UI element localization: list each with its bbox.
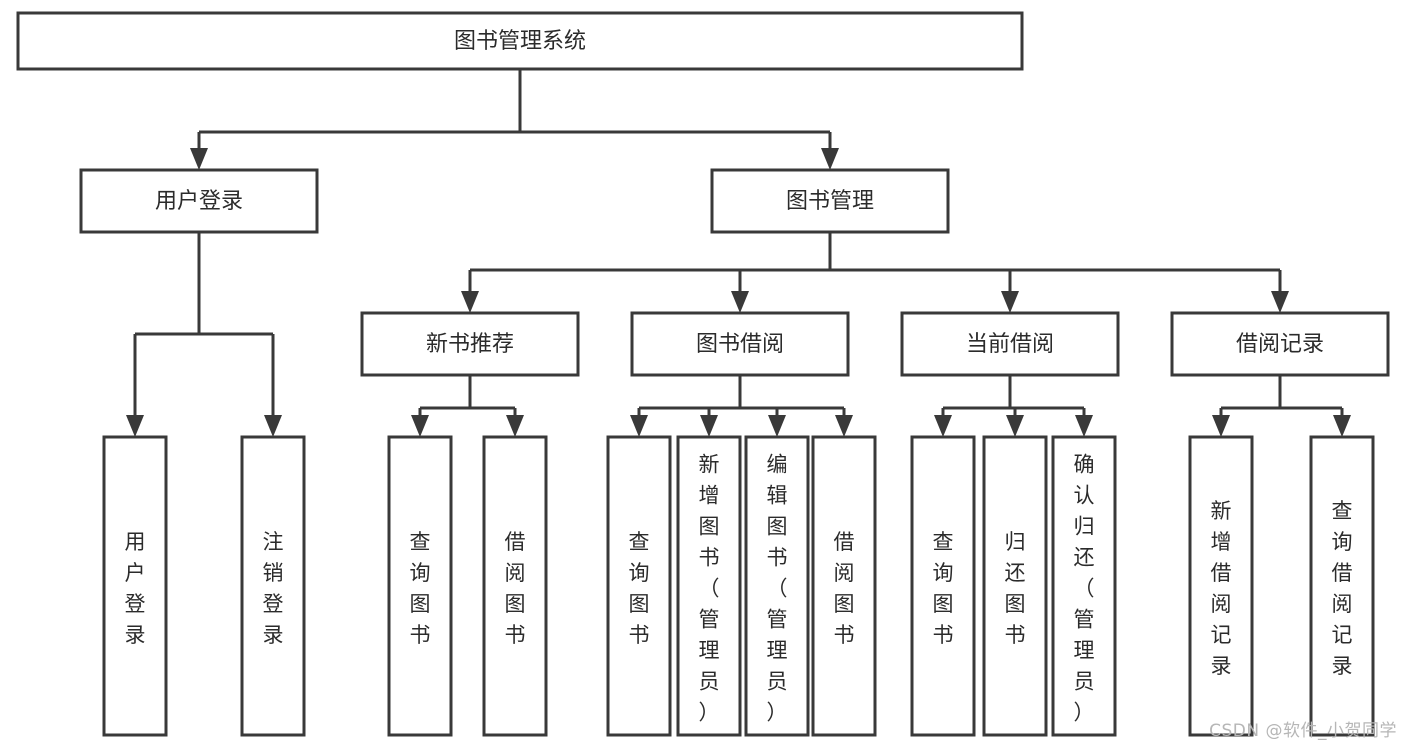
- arrow-head-borrow-to-leaf1: [630, 415, 648, 437]
- node-leaf-borrow-book[interactable]: 借阅图书: [811, 435, 877, 737]
- arrow-head-record-to-leaf2: [1333, 415, 1351, 437]
- node-new-book-recommend[interactable]: 新书推荐: [360, 311, 580, 377]
- node-box-borrow-record[interactable]: [1170, 311, 1390, 377]
- arrow-head-book-manage-to-recommend: [461, 291, 479, 313]
- csdn-watermark: CSDN @软件_小贺同学: [1209, 721, 1397, 741]
- node-label-leaf-query-book-recommend: 查询图书: [410, 530, 431, 647]
- arrow-head-borrow-to-leaf2: [700, 415, 718, 437]
- node-label-new-book-recommend: 新书推荐: [426, 332, 514, 357]
- arrow-head-recommend-to-leaf2: [506, 415, 524, 437]
- arrow-head-borrow-to-leaf3: [768, 415, 786, 437]
- node-label-borrow-record: 借阅记录: [1236, 332, 1324, 357]
- node-book-manage[interactable]: 图书管理: [710, 168, 950, 234]
- arrow-head-current-to-leaf1: [934, 415, 952, 437]
- node-box-new-book-recommend[interactable]: [360, 311, 580, 377]
- node-label-leaf-query-borrow-record: 查询借阅记录: [1332, 499, 1353, 678]
- node-label-root: 图书管理系统: [454, 29, 586, 54]
- node-user-login[interactable]: 用户登录: [79, 168, 319, 234]
- arrow-head-root-to-user-login: [190, 148, 208, 170]
- node-layer: 图书管理系统用户登录图书管理新书推荐图书借阅当前借阅借阅记录用户登录注销登录查询…: [16, 11, 1390, 737]
- node-book-borrow[interactable]: 图书借阅: [630, 311, 850, 377]
- node-leaf-add-borrow-record[interactable]: 新增借阅记录: [1188, 435, 1254, 737]
- arrow-head-book-manage-to-current: [1001, 291, 1019, 313]
- node-leaf-query-book-current[interactable]: 查询图书: [910, 435, 976, 737]
- node-leaf-return-book[interactable]: 归还图书: [982, 435, 1048, 737]
- arrow-head-current-to-leaf2: [1006, 415, 1024, 437]
- node-leaf-confirm-return-admin[interactable]: 确认归还（管理员）: [1051, 435, 1117, 737]
- node-label-book-manage: 图书管理: [786, 189, 874, 214]
- arrow-head-book-manage-to-borrow: [731, 291, 749, 313]
- node-label-leaf-logout-login: 注销登录: [263, 530, 284, 647]
- arrow-head-current-to-leaf3: [1075, 415, 1093, 437]
- node-box-current-borrow[interactable]: [900, 311, 1120, 377]
- node-label-leaf-user-login: 用户登录: [125, 530, 146, 647]
- node-box-book-borrow[interactable]: [630, 311, 850, 377]
- node-borrow-record[interactable]: 借阅记录: [1170, 311, 1390, 377]
- node-leaf-logout-login[interactable]: 注销登录: [240, 435, 306, 737]
- node-box-root[interactable]: [16, 11, 1024, 71]
- node-label-leaf-borrow-book: 借阅图书: [834, 530, 855, 647]
- node-label-current-borrow: 当前借阅: [966, 332, 1054, 357]
- node-label-leaf-edit-book-admin: 编辑图书（管理员）: [767, 452, 788, 724]
- node-box-leaf-user-login[interactable]: [102, 435, 168, 737]
- node-box-leaf-edit-book-admin[interactable]: [744, 435, 810, 737]
- arrow-head-user-login-to-leaf1: [126, 415, 144, 437]
- node-box-book-manage[interactable]: [710, 168, 950, 234]
- node-label-book-borrow: 图书借阅: [696, 332, 784, 357]
- node-label-leaf-add-borrow-record: 新增借阅记录: [1211, 499, 1232, 678]
- node-box-leaf-logout-login[interactable]: [240, 435, 306, 737]
- node-box-leaf-confirm-return-admin[interactable]: [1051, 435, 1117, 737]
- node-leaf-query-book-borrow[interactable]: 查询图书: [606, 435, 672, 737]
- node-box-leaf-return-book[interactable]: [982, 435, 1048, 737]
- node-current-borrow[interactable]: 当前借阅: [900, 311, 1120, 377]
- node-label-leaf-query-book-borrow: 查询图书: [629, 530, 650, 647]
- node-box-leaf-borrow-book-recommend[interactable]: [482, 435, 548, 737]
- arrow-head-book-manage-to-record: [1271, 291, 1289, 313]
- node-leaf-borrow-book-recommend[interactable]: 借阅图书: [482, 435, 548, 737]
- node-label-leaf-return-book: 归还图书: [1005, 530, 1026, 647]
- node-box-leaf-borrow-book[interactable]: [811, 435, 877, 737]
- arrow-head-record-to-leaf1: [1212, 415, 1230, 437]
- arrow-head-root-to-book-manage: [821, 148, 839, 170]
- node-box-leaf-query-borrow-record[interactable]: [1309, 435, 1375, 737]
- node-label-leaf-confirm-return-admin: 确认归还（管理员）: [1074, 452, 1095, 724]
- arrow-head-borrow-to-leaf4: [835, 415, 853, 437]
- node-leaf-edit-book-admin[interactable]: 编辑图书（管理员）: [744, 435, 810, 737]
- arrow-head-recommend-to-leaf1: [411, 415, 429, 437]
- node-label-leaf-query-book-current: 查询图书: [933, 530, 954, 647]
- node-box-user-login[interactable]: [79, 168, 319, 234]
- node-leaf-user-login[interactable]: 用户登录: [102, 435, 168, 737]
- node-leaf-add-book-admin[interactable]: 新增图书（管理员）: [676, 435, 742, 737]
- node-label-user-login: 用户登录: [155, 189, 243, 214]
- node-box-leaf-add-borrow-record[interactable]: [1188, 435, 1254, 737]
- node-box-leaf-query-book-recommend[interactable]: [387, 435, 453, 737]
- node-label-leaf-add-book-admin: 新增图书（管理员）: [699, 452, 720, 724]
- node-root[interactable]: 图书管理系统: [16, 11, 1024, 71]
- node-box-leaf-query-book-borrow[interactable]: [606, 435, 672, 737]
- node-leaf-query-book-recommend[interactable]: 查询图书: [387, 435, 453, 737]
- node-label-leaf-borrow-book-recommend: 借阅图书: [505, 530, 526, 647]
- node-leaf-query-borrow-record[interactable]: 查询借阅记录: [1309, 435, 1375, 737]
- arrow-head-user-login-to-leaf2: [264, 415, 282, 437]
- connector-layer: [126, 69, 1351, 437]
- node-box-leaf-query-book-current[interactable]: [910, 435, 976, 737]
- node-box-leaf-add-book-admin[interactable]: [676, 435, 742, 737]
